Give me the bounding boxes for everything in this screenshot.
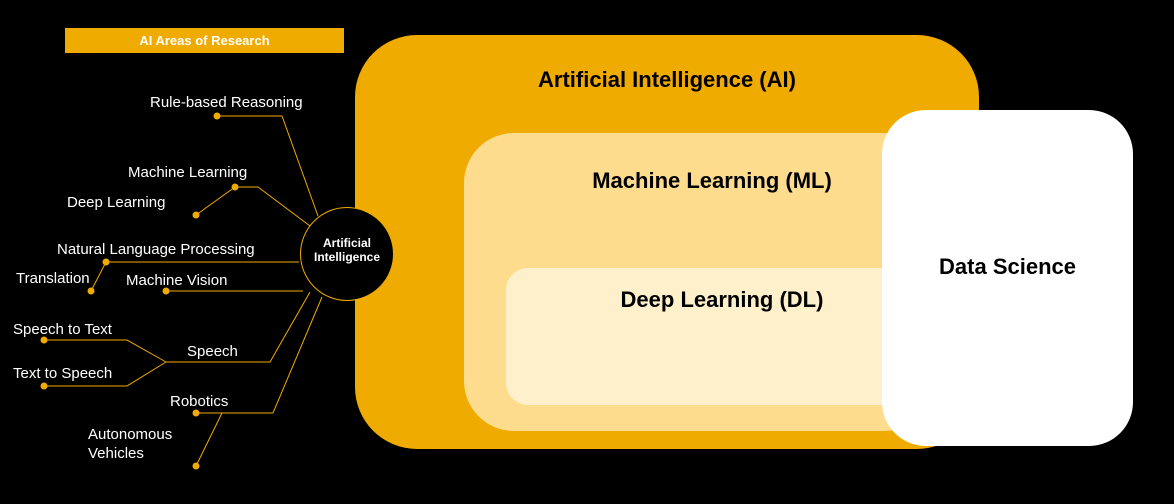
label-deep-learning: Deep Learning: [67, 194, 166, 211]
dot-rule-based-reasoning: [213, 112, 221, 120]
hub-label-line1: Artificial: [322, 236, 371, 250]
dl-box: [506, 268, 910, 405]
mind-map-connectors: [40, 112, 323, 470]
hub-circle: [300, 207, 394, 301]
dot-nlp: [102, 258, 110, 266]
label-machine-vision: Machine Vision: [126, 272, 228, 289]
label-machine-learning: Machine Learning: [128, 164, 248, 181]
connector-text-to-speech: [44, 361, 167, 387]
dot-translation: [87, 287, 95, 295]
label-speech: Speech: [187, 343, 238, 360]
hub-label-line2: Intelligence: [313, 250, 381, 264]
dot-autonomous-vehicles: [192, 462, 200, 470]
connector-rule-based-reasoning: [217, 115, 319, 217]
ai-title: Artificial Intelligence (AI): [538, 67, 796, 92]
data-science-title: Data Science: [939, 254, 1076, 279]
label-translation: Translation: [16, 270, 90, 287]
connector-machine-learning: [235, 186, 311, 227]
dot-robotics: [192, 409, 200, 417]
data-science-box: [882, 110, 1133, 446]
label-text-to-speech: Text to Speech: [13, 365, 113, 382]
connector-speech-to-text: [44, 339, 167, 363]
label-robotics: Robotics: [170, 393, 229, 410]
label-speech-to-text: Speech to Text: [13, 321, 112, 338]
label-rule-based-reasoning: Rule-based Reasoning: [150, 94, 303, 111]
dot-speech-to-text: [40, 336, 48, 344]
connector-speech: [166, 291, 311, 363]
ml-title: Machine Learning (ML): [592, 168, 832, 193]
dl-title: Deep Learning (DL): [620, 287, 824, 312]
dot-text-to-speech: [40, 382, 48, 390]
label-nlp: Natural Language Processing: [57, 241, 255, 258]
connector-translation: [90, 261, 107, 292]
dot-machine-learning: [231, 183, 239, 191]
section-banner: AI Areas of Research: [65, 28, 344, 53]
dot-machine-vision: [162, 287, 170, 295]
dot-deep-learning: [192, 211, 200, 219]
label-autonomous-vehicles: Autonomous Vehicles: [88, 426, 173, 462]
connector-deep-learning: [195, 186, 236, 216]
hub-label: Artificial Intelligence: [306, 236, 388, 264]
connector-autonomous-vehicles: [195, 412, 223, 467]
